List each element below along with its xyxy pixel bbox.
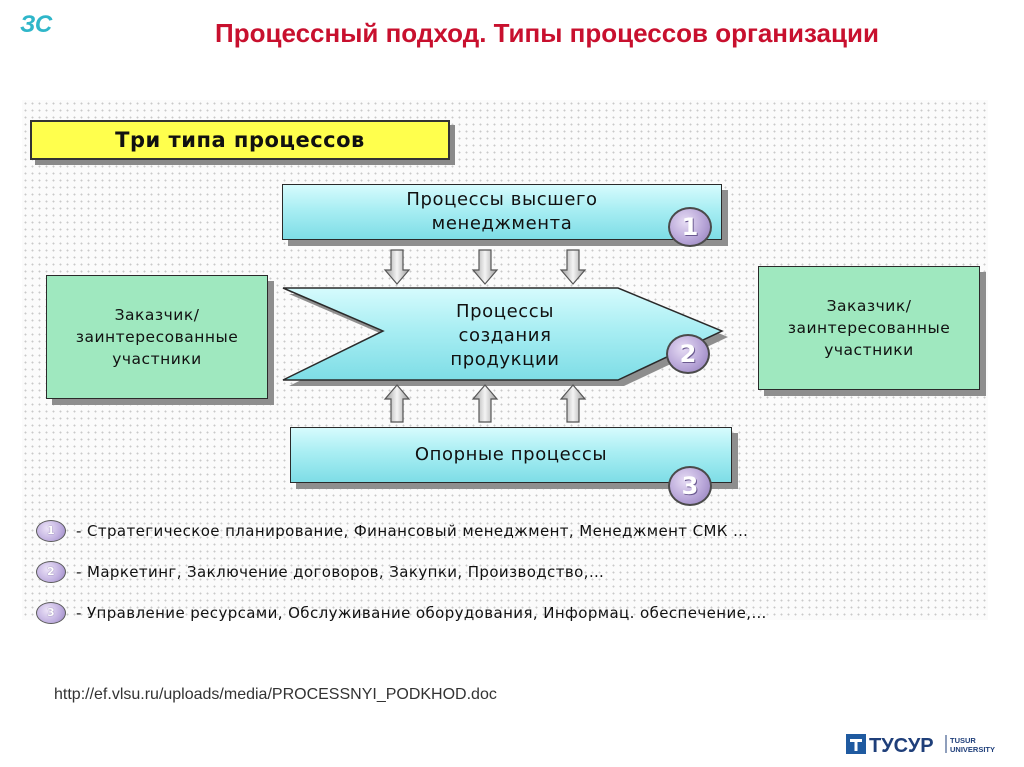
core-process-line2: создания bbox=[458, 325, 552, 346]
badge-3: 3 bbox=[668, 466, 712, 506]
left-stakeholders-line2: заинтересованные bbox=[75, 328, 239, 346]
left-stakeholders-line1: Заказчик/ bbox=[114, 306, 200, 324]
support-process: Опорные процессы bbox=[290, 427, 732, 483]
legend-text-2: - Маркетинг, Заключение договоров, Закуп… bbox=[76, 562, 605, 581]
left-stakeholders-box: Заказчик/ заинтересованные участники bbox=[46, 275, 268, 399]
up-arrow-3 bbox=[559, 384, 587, 423]
down-arrow-2 bbox=[471, 249, 499, 285]
right-stakeholders-line2: заинтересованные bbox=[787, 319, 951, 337]
legend-item: 2 - Маркетинг, Заключение договоров, Зак… bbox=[36, 551, 986, 592]
up-arrow-1 bbox=[383, 384, 411, 423]
right-stakeholders-box: Заказчик/ заинтересованные участники bbox=[758, 266, 980, 390]
top-process-line2: менеджмента bbox=[431, 213, 573, 234]
badge-1: 1 bbox=[668, 207, 712, 247]
legend-item: 1 - Стратегическое планирование, Финансо… bbox=[36, 510, 986, 551]
up-arrow-2 bbox=[471, 384, 499, 423]
tusur-logo-text: ТУСУР bbox=[869, 735, 934, 757]
legend-badge-1: 1 bbox=[36, 519, 66, 542]
diagram-header: Три типа процессов bbox=[30, 120, 450, 160]
legend-badge-2: 2 bbox=[36, 560, 66, 583]
source-link[interactable]: http://ef.vlsu.ru/uploads/media/PROCESSN… bbox=[54, 686, 497, 703]
tusur-logo-sub2: UNIVERSITY bbox=[950, 745, 995, 754]
legend-item: 3 - Управление ресурсами, Обслуживание о… bbox=[36, 592, 986, 633]
core-process-chevron bbox=[282, 287, 724, 381]
right-stakeholders-line1: Заказчик/ bbox=[826, 297, 912, 315]
tusur-logo-sub1: TUSUR bbox=[950, 736, 976, 745]
slide-title: Процессный подход. Типы процессов органи… bbox=[215, 18, 879, 48]
tusur-logo: ТУСУР TUSUR UNIVERSITY bbox=[846, 734, 995, 757]
core-process-line3: продукции bbox=[450, 349, 560, 370]
support-process-label: Опорные процессы bbox=[414, 444, 608, 465]
logo-top-left-text: ЗС bbox=[20, 11, 53, 38]
down-arrow-1 bbox=[383, 249, 411, 285]
top-management-process: Процессы высшего менеджмента bbox=[282, 184, 722, 240]
legend-text-1: - Стратегическое планирование, Финансовы… bbox=[76, 521, 749, 540]
legend-badge-3: 3 bbox=[36, 601, 66, 624]
process-legend: 1 - Стратегическое планирование, Финансо… bbox=[36, 510, 986, 633]
legend-text-3: - Управление ресурсами, Обслуживание обо… bbox=[76, 603, 767, 622]
core-process-label: Процессы создания продукции bbox=[400, 300, 610, 372]
left-stakeholders-line3: участники bbox=[112, 350, 202, 368]
down-arrow-3 bbox=[559, 249, 587, 285]
right-stakeholders-line3: участники bbox=[824, 341, 914, 359]
badge-2: 2 bbox=[666, 334, 710, 374]
top-process-line1: Процессы высшего bbox=[406, 189, 598, 210]
university-logo-top-left: ЗС bbox=[20, 11, 53, 38]
core-process-line1: Процессы bbox=[455, 301, 555, 322]
